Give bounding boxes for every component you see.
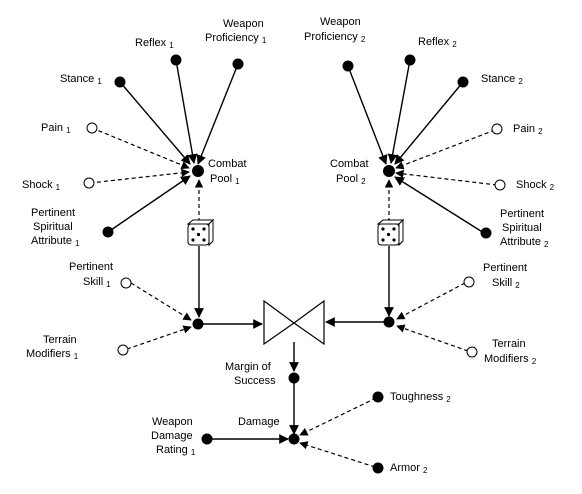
node-spiritual-1 xyxy=(102,226,114,238)
edge-terrain1-node1 xyxy=(126,325,192,350)
label-reflex-2: Reflex 2 xyxy=(418,36,457,49)
die-icon-2 xyxy=(376,218,405,247)
edge-stance1-pool1 xyxy=(119,81,191,165)
node-spiritual-2 xyxy=(480,227,492,239)
node-pain-1 xyxy=(86,122,98,134)
label-terrain-2-line1: Terrain xyxy=(492,338,526,350)
label-terrain-1-line2: Modifiers 1 xyxy=(26,348,79,361)
label-weapon-proficiency-2-line1: Weapon xyxy=(320,16,361,28)
node-reflex-2 xyxy=(404,54,416,66)
label-weapon-proficiency-2-line2: Proficiency 2 xyxy=(304,31,366,44)
label-spiritual-2-line1: Pertinent xyxy=(500,208,544,220)
node-sum-2 xyxy=(383,316,395,328)
node-skill-2 xyxy=(463,276,475,288)
node-sum-1 xyxy=(192,318,204,330)
node-weapon-proficiency-2 xyxy=(342,60,354,72)
label-terrain-2-line2: Modifiers 2 xyxy=(484,353,537,366)
node-reflex-1 xyxy=(170,54,182,66)
edge-reflex2-pool2 xyxy=(387,59,411,164)
label-skill-2-line1: Pertinent xyxy=(483,262,527,274)
edge-toughness2-damage xyxy=(299,397,377,436)
label-weapon-proficiency-1-line1: Weapon xyxy=(223,18,264,30)
label-weapon-damage-rating-1-line1: Weapon xyxy=(152,416,193,428)
edge-stance2-pool2 xyxy=(394,81,464,165)
label-shock-1: Shock 1 xyxy=(22,179,61,192)
edge-shock1-pool1 xyxy=(89,168,190,184)
label-stance-2: Stance 2 xyxy=(481,73,523,86)
node-skill-1 xyxy=(120,277,132,289)
node-weapon-damage-rating-1 xyxy=(201,433,213,445)
node-shock-1 xyxy=(83,177,95,189)
label-skill-2-line2: Skill 2 xyxy=(492,277,520,290)
label-pain-2: Pain 2 xyxy=(513,123,543,136)
label-weapon-damage-rating-1-line2: Damage xyxy=(151,430,193,442)
label-combat-pool-2-line2: Pool 2 xyxy=(336,173,366,186)
edge-pain2-pool2 xyxy=(395,129,496,170)
label-combat-pool-1-line1: Combat xyxy=(208,158,247,170)
label-stance-1: Stance 1 xyxy=(60,73,102,86)
edge-pain1-pool1 xyxy=(91,127,190,170)
bowtie-comparator-icon xyxy=(263,299,325,346)
edge-skill2-node2 xyxy=(396,282,466,320)
edge-shock2-pool2 xyxy=(395,169,498,186)
label-armor-2: Armor 2 xyxy=(390,462,428,475)
label-weapon-damage-rating-1-line3: Rating 1 xyxy=(156,444,196,457)
edge-reflex1-pool1 xyxy=(175,59,198,164)
label-skill-1-line1: Pertinent xyxy=(69,261,113,273)
label-spiritual-1-line3: Attribute 1 xyxy=(31,235,80,248)
node-terrain-1 xyxy=(117,344,129,356)
label-combat-pool-2-line1: Combat xyxy=(330,158,369,170)
edge-armor2-damage xyxy=(299,441,376,468)
label-shock-2: Shock 2 xyxy=(516,179,555,192)
node-armor-2 xyxy=(372,462,384,474)
node-weapon-proficiency-1 xyxy=(232,58,244,70)
label-spiritual-1-line1: Pertinent xyxy=(31,207,75,219)
node-stance-2 xyxy=(457,76,469,88)
node-terrain-2 xyxy=(466,346,478,358)
label-skill-1-line2: Skill 1 xyxy=(83,276,111,289)
label-damage: Damage xyxy=(238,416,280,428)
label-spiritual-2-line2: Spiritual xyxy=(502,222,542,234)
label-spiritual-1-line2: Spiritual xyxy=(33,221,73,233)
edge-weaponprof1-pool1 xyxy=(196,63,239,165)
label-terrain-1-line1: Terrain xyxy=(43,334,77,346)
label-combat-pool-1-line2: Pool 1 xyxy=(210,173,240,186)
label-margin-of-success-line1: Margin of xyxy=(225,361,272,373)
label-pain-1: Pain 1 xyxy=(41,122,71,135)
node-pain-2 xyxy=(491,123,503,135)
node-toughness-2 xyxy=(372,391,384,403)
label-reflex-1: Reflex 1 xyxy=(135,37,174,50)
edge-skill1-node1 xyxy=(130,282,192,321)
node-combat-pool-1 xyxy=(192,165,204,177)
label-weapon-proficiency-1-line2: Proficiency 1 xyxy=(205,32,267,45)
label-spiritual-2-line3: Attribute 2 xyxy=(500,236,549,249)
node-shock-2 xyxy=(494,179,506,191)
label-margin-of-success-line2: Success xyxy=(234,375,276,387)
node-stance-1 xyxy=(114,76,126,88)
node-margin-of-success xyxy=(288,372,300,384)
edge-spiritual1-pool1 xyxy=(107,175,191,233)
die-icon-1 xyxy=(186,218,215,247)
edge-weaponprof2-pool2 xyxy=(347,65,388,165)
edge-spiritual2-pool2 xyxy=(394,176,485,234)
node-damage xyxy=(288,433,300,445)
label-toughness-2: Toughness 2 xyxy=(390,391,451,404)
node-combat-pool-2 xyxy=(383,165,395,177)
edge-terrain2-node2 xyxy=(396,324,469,352)
